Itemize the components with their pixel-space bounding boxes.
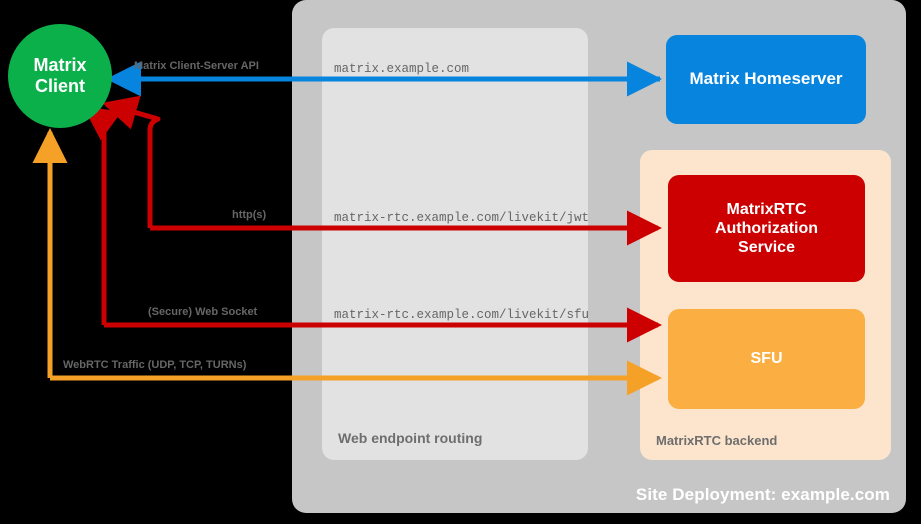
node-sfu[interactable]: SFU bbox=[668, 309, 865, 409]
matrixrtc-backend-label: MatrixRTC backend bbox=[656, 433, 778, 448]
node-matrix-homeserver[interactable]: Matrix Homeserver bbox=[666, 35, 866, 124]
node-sfu-label: SFU bbox=[750, 350, 783, 368]
node-matrixrtc-authorization-service[interactable]: MatrixRTC Authorization Service bbox=[668, 175, 865, 282]
node-matrix-client-line2: Client bbox=[34, 76, 85, 96]
node-matrix-client[interactable]: Matrix Client bbox=[8, 24, 112, 128]
edge-label-livekit-sfu-protocol: (Secure) Web Socket bbox=[148, 306, 258, 318]
node-matrix-client-line1: Matrix bbox=[33, 55, 87, 76]
edge-livekit-jwt bbox=[102, 95, 663, 246]
edge-webrtc-media bbox=[32, 127, 663, 396]
edge-label-client-server-api-url: matrix.example.com bbox=[334, 62, 470, 76]
edge-label-client-server-api-protocol: Matrix Client-Server API bbox=[134, 60, 259, 72]
edge-label-livekit-jwt-url: matrix-rtc.example.com/livekit/jwt bbox=[334, 211, 590, 225]
edge-livekit-sfu bbox=[82, 105, 663, 343]
web-endpoint-routing-label: Web endpoint routing bbox=[338, 430, 483, 446]
site-deployment-label: Site Deployment: example.com bbox=[635, 485, 890, 504]
edge-label-webrtc-media-protocol: WebRTC Traffic (UDP, TCP, TURNs) bbox=[63, 359, 247, 371]
node-matrixrtc-authorization-service-label: MatrixRTC Authorization Service bbox=[714, 200, 819, 257]
edge-label-livekit-sfu-url: matrix-rtc.example.com/livekit/sfu bbox=[334, 308, 590, 322]
node-matrix-homeserver-label: Matrix Homeserver bbox=[689, 69, 843, 89]
web-endpoint-routing-container: Web endpoint routing bbox=[322, 28, 588, 460]
edge-label-livekit-jwt-protocol: http(s) bbox=[232, 209, 267, 221]
